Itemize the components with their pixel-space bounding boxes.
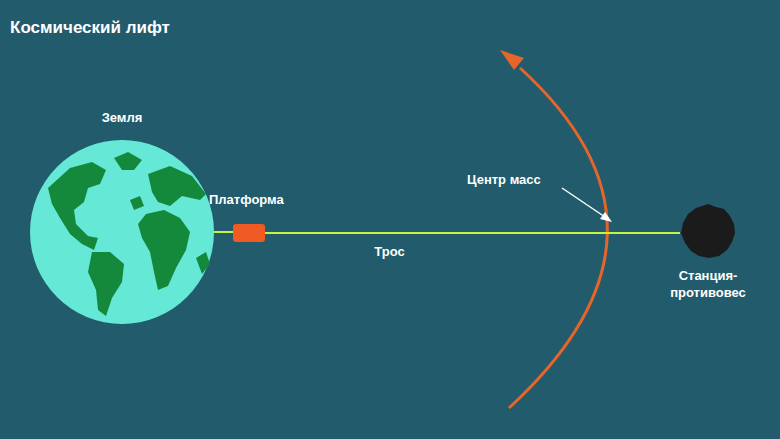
edge-label: Трос <box>374 244 404 259</box>
tether-connector <box>265 233 680 234</box>
callout-label: Центр масс <box>467 172 541 187</box>
continent <box>48 162 106 250</box>
orbit-arc <box>509 68 607 408</box>
continent <box>114 152 142 170</box>
platform-box: Платформа <box>233 224 265 242</box>
diagram-title: Космический лифт <box>10 18 170 38</box>
counterweight-body <box>681 204 735 258</box>
node-label: Платформа <box>209 192 284 207</box>
globe-graphic <box>30 140 214 324</box>
continent <box>130 196 144 210</box>
continent <box>196 252 210 274</box>
tether-line <box>214 231 233 233</box>
leader-arrowhead <box>600 212 612 222</box>
earth-globe: Земля <box>30 140 214 324</box>
continent <box>148 166 206 206</box>
counterweight-station: Станция- противовес <box>680 203 736 259</box>
ocean <box>30 140 214 324</box>
node-label: Станция- противовес <box>658 267 758 301</box>
continent <box>88 252 124 316</box>
tether-line <box>265 232 680 234</box>
tether-connector <box>214 232 233 233</box>
leader-line <box>562 188 608 219</box>
orbit-arrowhead <box>500 50 524 70</box>
counterweight-graphic <box>680 203 736 259</box>
continent <box>138 210 190 290</box>
node-label: Земля <box>30 110 214 125</box>
